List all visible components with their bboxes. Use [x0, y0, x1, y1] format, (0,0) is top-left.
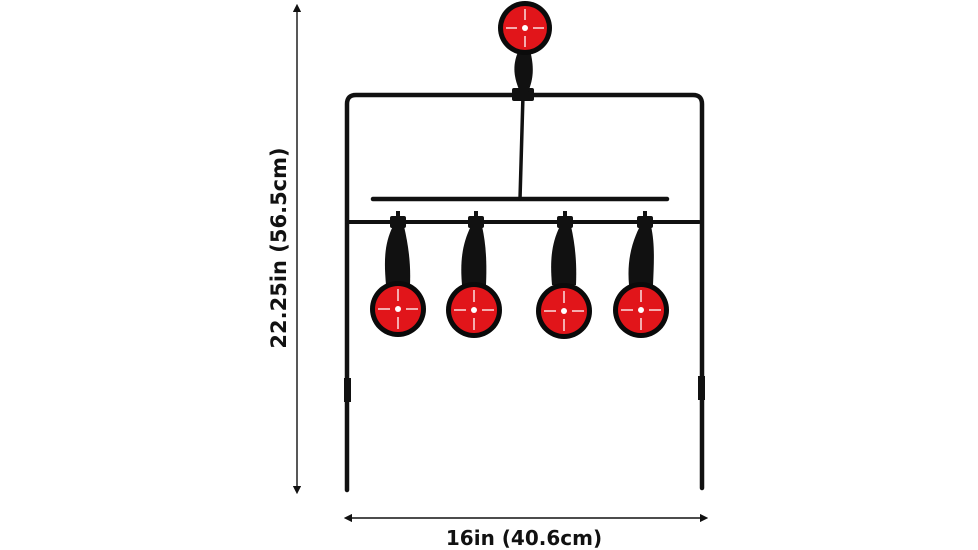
- hanging-target-4: [613, 211, 669, 338]
- hanging-targets: [370, 211, 669, 339]
- target-hanger: [551, 226, 577, 285]
- top-pivot: [512, 88, 534, 101]
- left-leg-sleeve: [344, 378, 351, 402]
- crosshair-icon: [621, 290, 661, 330]
- target-collar: [468, 216, 484, 228]
- target-pin: [474, 211, 478, 219]
- height-label: 22.25in (56.5cm): [267, 147, 291, 348]
- target-pin: [396, 211, 400, 219]
- target-collar: [390, 216, 406, 228]
- right-leg-sleeve: [698, 376, 705, 400]
- target-pin: [563, 211, 567, 219]
- width-dimension: 16in (40.6cm): [343, 513, 709, 550]
- target-collar: [637, 216, 653, 228]
- top-target: [498, 1, 552, 92]
- reset-stem: [518, 93, 525, 201]
- crosshair-icon: [378, 289, 418, 329]
- top-crosshair-icon: [506, 9, 544, 47]
- crosshair-icon: [544, 291, 584, 331]
- width-label: 16in (40.6cm): [446, 526, 602, 550]
- target-hanger: [461, 226, 487, 285]
- hanging-target-1: [370, 211, 426, 337]
- crosshair-icon: [454, 290, 494, 330]
- target-hanger: [384, 226, 411, 285]
- height-dimension: 22.25in (56.5cm): [267, 3, 302, 495]
- hanging-target-2: [446, 211, 502, 338]
- target-hanger: [628, 226, 654, 285]
- target-pin: [643, 211, 647, 219]
- target-collar: [557, 216, 573, 228]
- hanging-target-3: [536, 211, 592, 339]
- top-target-hanger: [514, 50, 533, 92]
